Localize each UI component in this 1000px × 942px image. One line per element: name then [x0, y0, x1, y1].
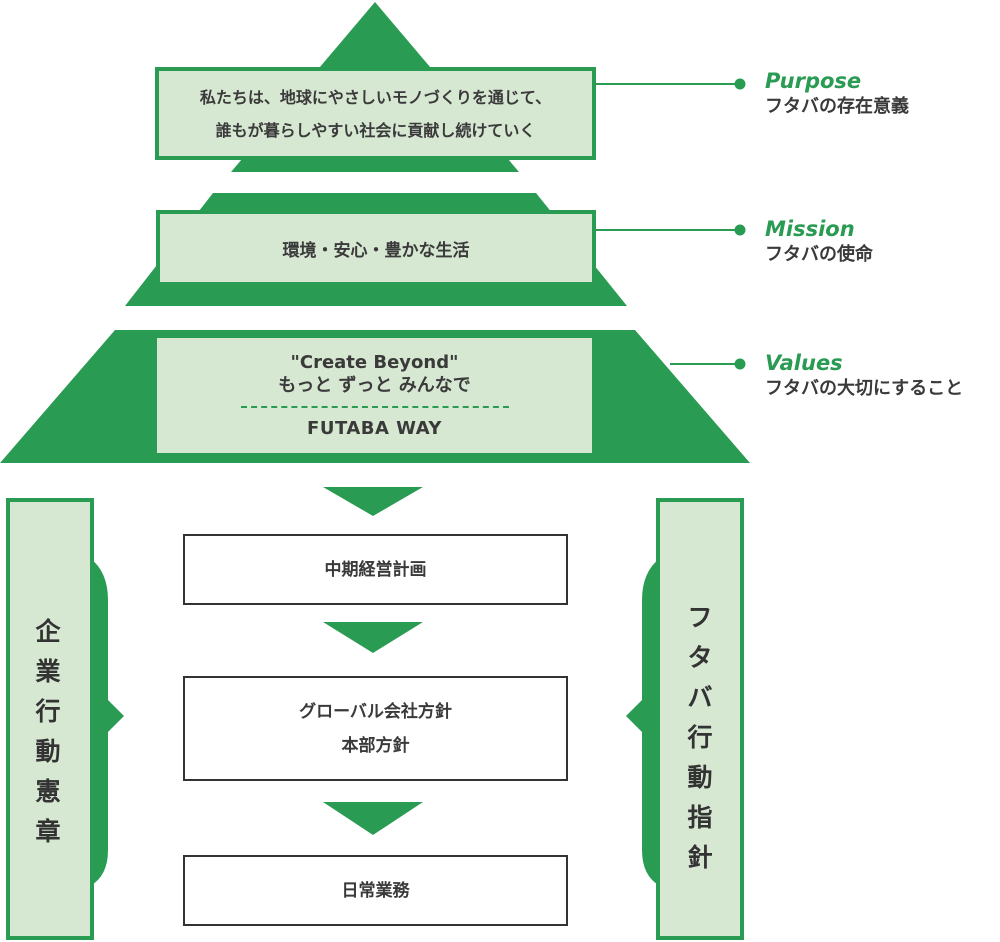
values-title: Values — [765, 351, 843, 375]
flow-step-1-label: 中期経営計画 — [324, 559, 427, 580]
values-quote: "Create Beyond" — [290, 352, 459, 373]
left-pillar — [6, 498, 94, 940]
left-pillar-label: 企 業 行 動 憲 章 — [28, 612, 68, 852]
left-pillar-char: 憲 — [35, 777, 61, 806]
left-pillar-char: 業 — [35, 657, 61, 686]
flow-step-3-label: 日常業務 — [341, 880, 410, 901]
flow-step-mid-term-plan: 中期経営計画 — [183, 534, 568, 605]
right-pillar — [656, 498, 744, 940]
right-pillar-char: 行 — [687, 723, 713, 752]
right-pillar-char: 動 — [687, 763, 713, 792]
mission-title: Mission — [765, 217, 855, 241]
purpose-box: 私たちは、地球にやさしいモノづくりを通じて、 誰もが暮らしやすい社会に貢献し続け… — [155, 67, 596, 160]
left-pillar-char: 章 — [35, 817, 61, 846]
values-way: FUTABA WAY — [307, 418, 442, 439]
purpose-title: Purpose — [765, 69, 862, 93]
flow-step-daily-work: 日常業務 — [183, 855, 568, 926]
values-callout: Values フタバの大切にすること — [765, 350, 963, 402]
mission-statement: 環境・安心・豊かな生活 — [282, 240, 470, 261]
right-pillar-bracket — [626, 558, 660, 886]
flow-step-2-label-1: グローバル会社方針 — [299, 701, 452, 722]
mission-subtitle: フタバの使命 — [765, 244, 873, 265]
left-pillar-char: 動 — [35, 737, 61, 766]
left-pillar-char: 企 — [35, 617, 61, 646]
right-pillar-char: 指 — [687, 803, 713, 832]
purpose-statement-line-2: 誰もが暮らしやすい社会に貢献し続けていく — [215, 120, 536, 140]
flow-step-2-label-2: 本部方針 — [341, 735, 410, 756]
mission-callout: Mission フタバの使命 — [765, 216, 873, 268]
flow-arrow-1 — [323, 487, 423, 516]
left-pillar-char: 行 — [35, 697, 61, 726]
purpose-statement-line-1: 私たちは、地球にやさしいモノづくりを通じて、 — [199, 87, 552, 107]
values-box: "Create Beyond" もっと ずっと みんなで FUTABA WAY — [157, 338, 592, 453]
values-divider — [240, 406, 509, 408]
purpose-connector-dot — [734, 78, 746, 90]
flow-step-global-policy: グローバル会社方針 本部方針 — [183, 676, 568, 781]
purpose-subtitle: フタバの存在意義 — [765, 96, 909, 117]
flow-arrow-3 — [323, 802, 423, 835]
left-pillar-bracket — [90, 558, 124, 886]
right-pillar-char: フ — [687, 603, 713, 632]
values-slogan: もっと ずっと みんなで — [278, 375, 471, 396]
right-pillar-char: タ — [687, 643, 713, 672]
right-pillar-char: バ — [687, 683, 713, 712]
flow-arrow-2 — [323, 622, 423, 653]
right-pillar-char: 針 — [687, 843, 713, 872]
mission-box: 環境・安心・豊かな生活 — [156, 210, 596, 286]
purpose-callout: Purpose フタバの存在意義 — [765, 68, 909, 120]
values-connector-dot — [734, 358, 746, 370]
right-pillar-label: フ タ バ 行 動 指 針 — [680, 598, 720, 878]
mission-connector-dot — [734, 224, 746, 236]
values-subtitle: フタバの大切にすること — [765, 378, 964, 399]
